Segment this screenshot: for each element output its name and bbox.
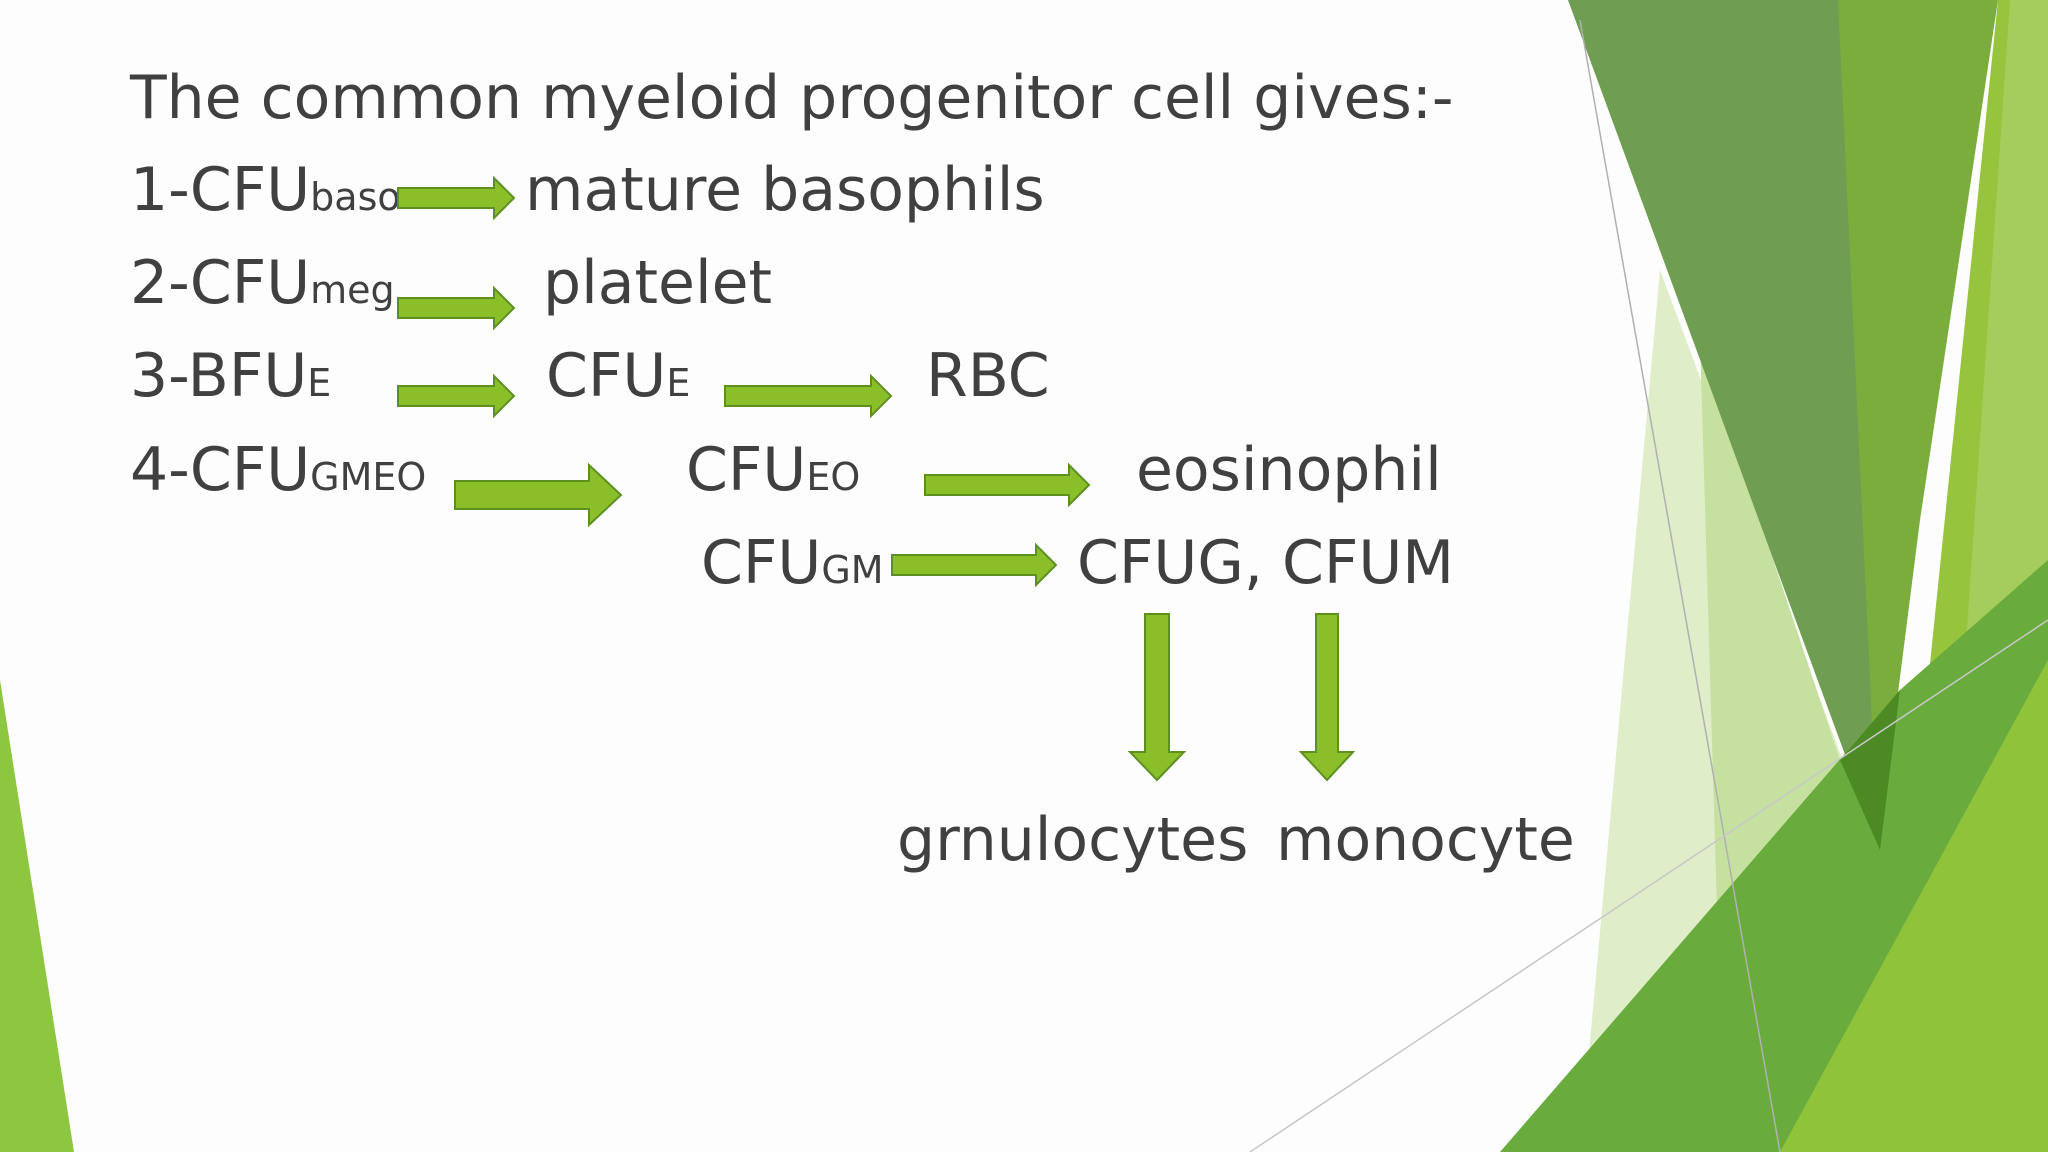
arrow-right-icon <box>724 374 893 418</box>
arrow-right-icon <box>891 543 1058 587</box>
row-1-target: mature basophils <box>525 155 1045 225</box>
row-2-target: platelet <box>543 248 773 318</box>
row-1-source: 1-CFUbaso <box>130 155 401 225</box>
left-green-strip <box>0 680 74 1152</box>
arrow-down-icon <box>1128 613 1186 782</box>
right-light-facet <box>1700 340 1840 1010</box>
branch-eo-source: CFUEO <box>686 435 861 505</box>
row-4-source: 4-CFUGMEO <box>130 435 427 505</box>
final-granulocytes: grnulocytes <box>897 805 1249 875</box>
arrow-down-icon <box>1299 613 1355 782</box>
arrow-right-icon <box>397 374 516 418</box>
arrow-right-icon <box>924 463 1091 507</box>
row-2-source: 2-CFUmeg <box>130 248 395 318</box>
right-pale-stripe <box>1958 0 2048 760</box>
right-dark-facet <box>1568 0 1880 850</box>
thin-line-1 <box>1579 19 1781 1152</box>
row-3-source: 3-BFUE <box>130 341 332 411</box>
row-3-target: RBC <box>926 341 1050 411</box>
arrow-right-icon <box>397 286 516 330</box>
row-3-mid: CFUE <box>546 341 691 411</box>
branch-eo-target: eosinophil <box>1136 435 1442 505</box>
branch-gm-target: CFUG, CFUM <box>1077 528 1455 598</box>
bottom-right-facet <box>1780 660 2048 1152</box>
right-mid-facet <box>1838 0 1998 850</box>
bottom-dark-facet <box>1840 690 1900 850</box>
final-monocyte: monocyte <box>1276 805 1575 875</box>
branch-gm-source: CFUGM <box>701 528 884 598</box>
arrow-right-icon <box>454 463 623 527</box>
thin-line-2 <box>1249 619 2048 1152</box>
arrow-right-icon <box>397 176 516 220</box>
slide-title: The common myeloid progenitor cell gives… <box>130 63 1454 133</box>
